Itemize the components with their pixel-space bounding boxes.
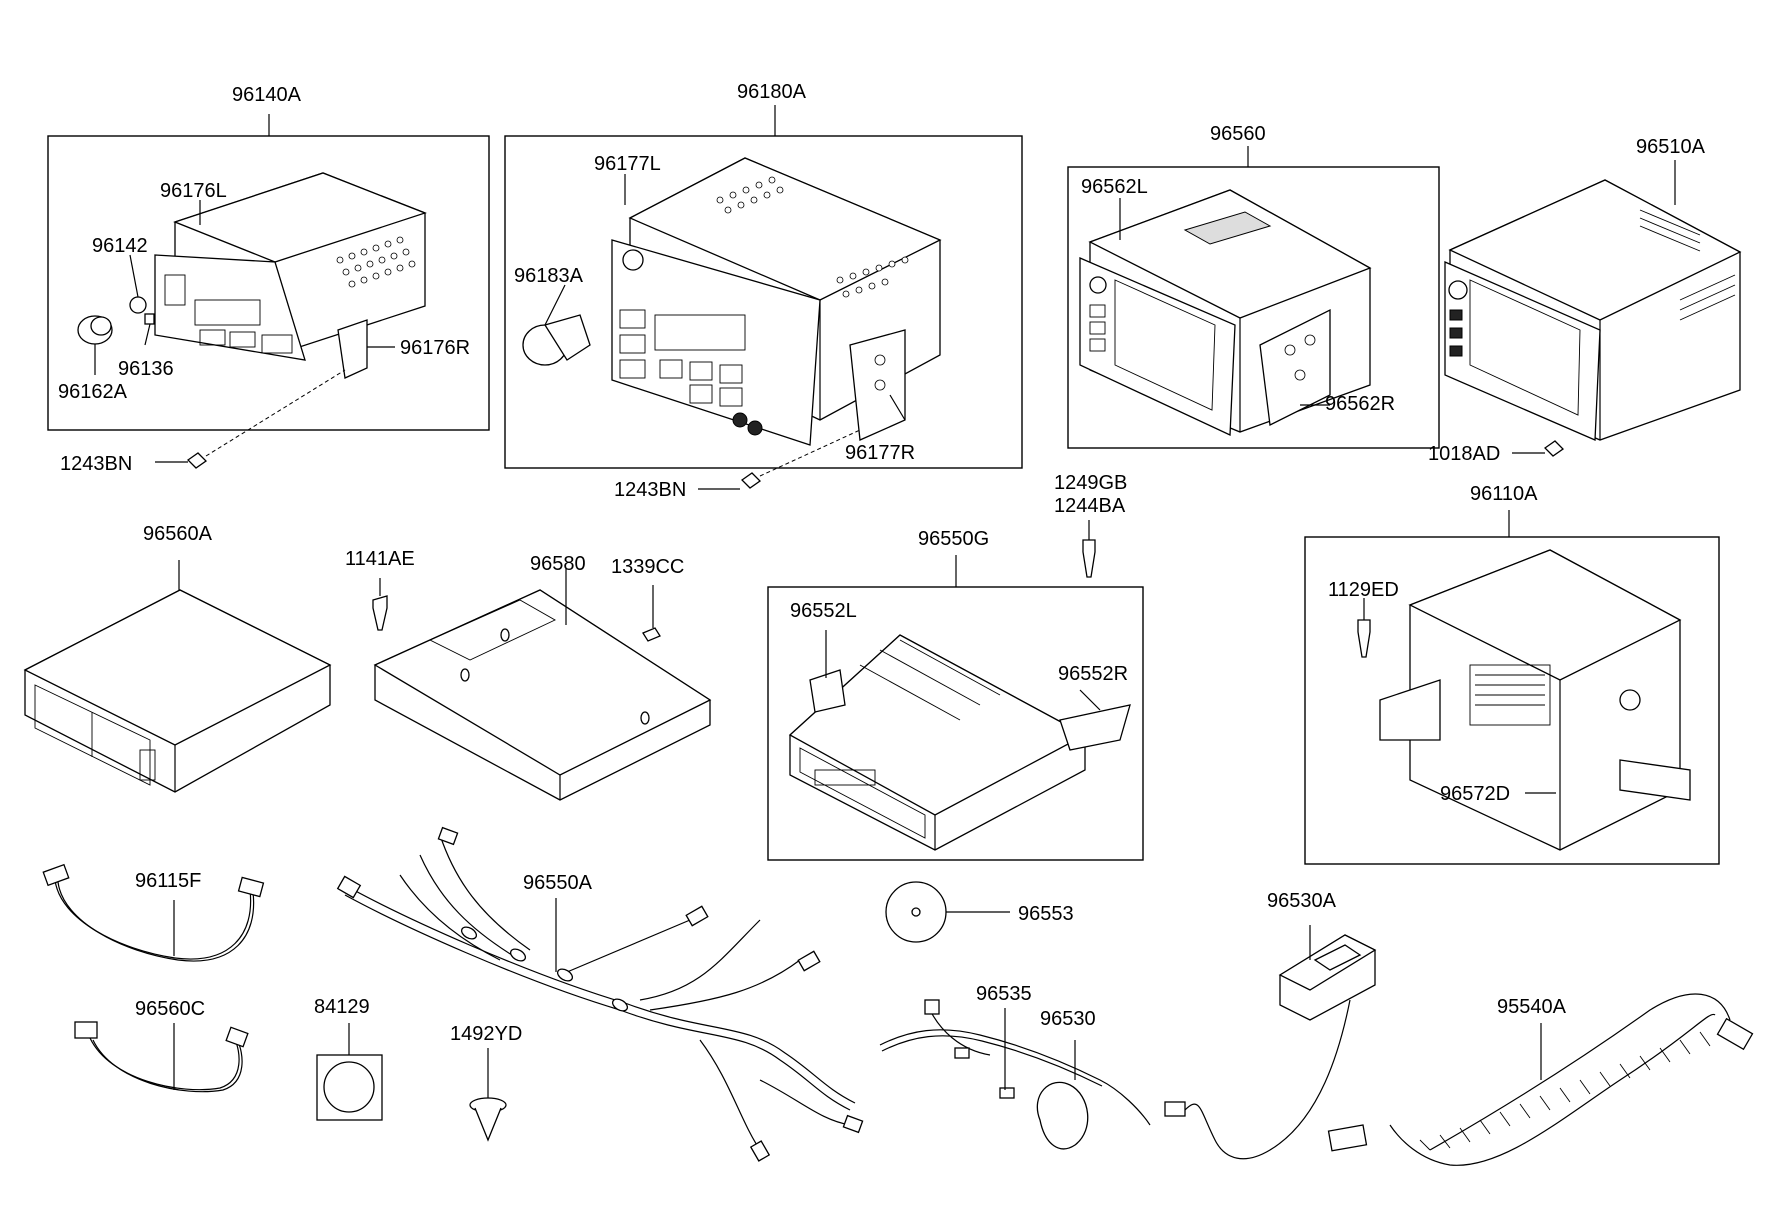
clip-1492YD	[469, 1048, 507, 1142]
assembly-96110A	[1304, 510, 1720, 865]
label-96176R: 96176R	[400, 337, 470, 359]
assembly-96560	[1067, 146, 1440, 449]
label-84129: 84129	[314, 996, 370, 1018]
label-1018AD: 1018AD	[1428, 443, 1500, 465]
label-1141AE: 1141AE	[345, 548, 415, 570]
label-96115F: 96115F	[135, 870, 201, 892]
assembly-96580	[372, 568, 712, 801]
label-96136: 96136	[118, 358, 174, 380]
label-96552L: 96552L	[790, 600, 857, 622]
label-96183A: 96183A	[514, 265, 584, 287]
assembly-96140A	[47, 114, 490, 469]
antenna-96535-96530	[879, 999, 1151, 1150]
label-96550A: 96550A	[523, 872, 593, 894]
label-96510A: 96510A	[1636, 136, 1706, 158]
harness-96550A	[336, 826, 864, 1162]
assembly-96560A	[23, 560, 332, 793]
label-1129ED: 1129ED	[1328, 579, 1399, 601]
label-1244BA: 1244BA	[1054, 495, 1126, 517]
vents-96510A	[1639, 209, 1736, 321]
vent-holes-96140A	[336, 236, 416, 288]
label-96140A: 96140A	[232, 84, 302, 106]
label-1339CC: 1339CC	[611, 556, 684, 578]
label-96580: 96580	[530, 553, 586, 575]
label-96562L: 96562L	[1081, 176, 1148, 198]
label-96535: 96535	[976, 983, 1032, 1005]
label-96552R: 96552R	[1058, 663, 1128, 685]
label-96560: 96560	[1210, 123, 1266, 145]
label-1243BN-a: 1243BN	[60, 453, 132, 475]
cable-96115F	[42, 863, 265, 962]
label-96110A: 96110A	[1470, 483, 1538, 505]
label-96177R: 96177R	[845, 442, 915, 464]
label-96180A: 96180A	[737, 81, 807, 103]
label-96176L: 96176L	[160, 180, 227, 202]
label-96177L: 96177L	[594, 153, 661, 175]
label-96142: 96142	[92, 235, 148, 257]
part-labels: 96140A 96176L 96142 96136 96162A 96176R …	[58, 81, 1706, 1045]
label-95540A: 95540A	[1497, 996, 1567, 1018]
label-96560C: 96560C	[135, 998, 205, 1020]
assembly-96550G	[767, 520, 1144, 861]
part-84129	[316, 1023, 383, 1121]
vent-holes-96180A	[716, 176, 909, 298]
label-96553: 96553	[1018, 903, 1074, 925]
cable-96560C	[74, 1021, 249, 1093]
coil-cable-95540A	[1327, 993, 1754, 1166]
label-1243BN-b: 1243BN	[614, 479, 686, 501]
label-1249GB: 1249GB	[1054, 472, 1127, 494]
label-1492YD: 1492YD	[450, 1023, 522, 1045]
disc-96553	[885, 881, 1010, 943]
label-96572D: 96572D	[1440, 783, 1510, 805]
label-96530A: 96530A	[1267, 890, 1337, 912]
label-96562R: 96562R	[1325, 393, 1395, 415]
label-96162A: 96162A	[58, 381, 128, 403]
label-96530: 96530	[1040, 1008, 1096, 1030]
assembly-96180A	[504, 105, 1023, 490]
label-96550G: 96550G	[918, 528, 989, 550]
label-96560A: 96560A	[143, 523, 213, 545]
assembly-96510A	[1444, 160, 1742, 457]
gps-96530A	[1164, 925, 1377, 1160]
